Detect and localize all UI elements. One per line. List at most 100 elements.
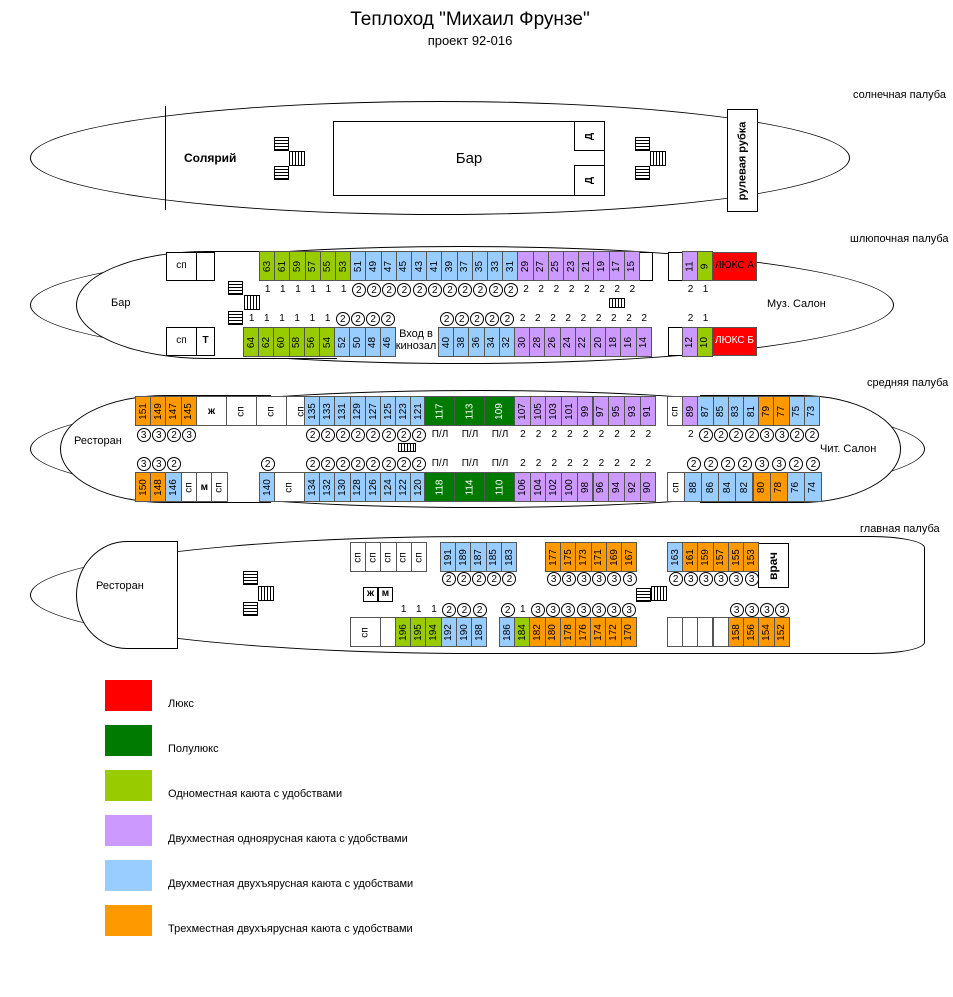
cabin-97[interactable]: 97	[592, 396, 610, 426]
cabin-171[interactable]: 171	[590, 542, 607, 572]
cabin-57[interactable]: 57	[304, 251, 321, 281]
cabin-134[interactable]: 134	[304, 472, 321, 502]
cabin-15[interactable]: 15	[623, 251, 640, 281]
cabin-184[interactable]: 184	[514, 617, 531, 647]
cabin-175[interactable]: 175	[560, 542, 577, 572]
cabin-95[interactable]: 95	[608, 396, 625, 426]
cabin-98[interactable]: 98	[576, 472, 594, 502]
cabin-127[interactable]: 127	[364, 396, 381, 426]
cabin-73[interactable]: 73	[803, 396, 820, 426]
cabin-194[interactable]: 194	[425, 617, 442, 647]
cabin-146[interactable]: 146	[165, 472, 182, 502]
cabin-135[interactable]: 135	[304, 396, 321, 426]
cabin-54[interactable]: 54	[319, 327, 336, 357]
cabin-81[interactable]: 81	[743, 396, 760, 426]
cabin-153[interactable]: 153	[743, 542, 760, 572]
cabin-87[interactable]: 87	[697, 396, 714, 426]
cabin-190[interactable]: 190	[455, 617, 472, 647]
cabin-103[interactable]: 103	[545, 396, 563, 426]
cabin-33[interactable]: 33	[487, 251, 504, 281]
cabin-125[interactable]: 125	[380, 396, 397, 426]
cabin-35[interactable]: 35	[471, 251, 488, 281]
cabin-60[interactable]: 60	[273, 327, 290, 357]
cabin-155[interactable]: 155	[727, 542, 744, 572]
cabin-105[interactable]: 105	[529, 396, 547, 426]
cabin-88[interactable]: 88	[684, 472, 703, 502]
cabin-55[interactable]: 55	[319, 251, 336, 281]
cabin-14[interactable]: 14	[635, 327, 652, 357]
cabin-182[interactable]: 182	[529, 617, 546, 647]
cabin-21[interactable]: 21	[578, 251, 595, 281]
cabin-94[interactable]: 94	[608, 472, 625, 502]
cabin-27[interactable]: 27	[532, 251, 549, 281]
cabin-39[interactable]: 39	[441, 251, 458, 281]
cabin-82[interactable]: 82	[735, 472, 754, 502]
cabin-29[interactable]: 29	[517, 251, 534, 281]
cabin-185[interactable]: 185	[485, 542, 502, 572]
cabin-85[interactable]: 85	[712, 396, 729, 426]
cabin-75[interactable]: 75	[788, 396, 805, 426]
cabin-118[interactable]: 118	[424, 472, 455, 502]
cabin-132[interactable]: 132	[319, 472, 336, 502]
cabin-79[interactable]: 79	[758, 396, 775, 426]
cabin-149[interactable]: 149	[150, 396, 167, 426]
cabin-130[interactable]: 130	[334, 472, 351, 502]
cabin-161[interactable]: 161	[682, 542, 699, 572]
cabin-133[interactable]: 133	[319, 396, 336, 426]
cabin-18[interactable]: 18	[605, 327, 622, 357]
cabin-96[interactable]: 96	[592, 472, 610, 502]
cabin-183[interactable]: 183	[500, 542, 517, 572]
cabin-148[interactable]: 148	[150, 472, 167, 502]
cabin-156[interactable]: 156	[743, 617, 760, 647]
cabin-188[interactable]: 188	[471, 617, 488, 647]
cabin-106[interactable]: 106	[514, 472, 531, 502]
cabin-20[interactable]: 20	[590, 327, 607, 357]
cabin-151[interactable]: 151	[135, 396, 152, 426]
cabin-64[interactable]: 64	[243, 327, 260, 357]
cabin-93[interactable]: 93	[623, 396, 641, 426]
cabin-11[interactable]: 11	[682, 251, 698, 281]
cabin-53[interactable]: 53	[335, 251, 352, 281]
cabin-36[interactable]: 36	[468, 327, 485, 357]
cabin-61[interactable]: 61	[274, 251, 291, 281]
cabin-187[interactable]: 187	[470, 542, 487, 572]
cabin-76[interactable]: 76	[786, 472, 805, 502]
cabin-49[interactable]: 49	[365, 251, 382, 281]
cabin-25[interactable]: 25	[547, 251, 564, 281]
cabin-59[interactable]: 59	[289, 251, 306, 281]
cabin-40[interactable]: 40	[438, 327, 455, 357]
cabin-77[interactable]: 77	[773, 396, 790, 426]
cabin-107[interactable]: 107	[514, 396, 531, 426]
cabin-140[interactable]: 140	[259, 472, 276, 502]
cabin-152[interactable]: 152	[773, 617, 790, 647]
luxe-b[interactable]: ЛЮКС Б	[712, 327, 757, 356]
cabin-174[interactable]: 174	[590, 617, 607, 647]
cabin-63[interactable]: 63	[259, 251, 276, 281]
cabin-114[interactable]: 114	[454, 472, 485, 502]
cabin-167[interactable]: 167	[621, 542, 638, 572]
cabin-17[interactable]: 17	[608, 251, 625, 281]
cabin-92[interactable]: 92	[623, 472, 641, 502]
sun-bar[interactable]: Бар	[333, 121, 605, 196]
cabin-192[interactable]: 192	[440, 617, 457, 647]
cabin-74[interactable]: 74	[803, 472, 822, 502]
cabin-34[interactable]: 34	[483, 327, 500, 357]
cabin-131[interactable]: 131	[334, 396, 351, 426]
cabin-56[interactable]: 56	[303, 327, 320, 357]
cabin-46[interactable]: 46	[379, 327, 396, 357]
cabin-91[interactable]: 91	[639, 396, 657, 426]
cabin-102[interactable]: 102	[545, 472, 563, 502]
cabin-37[interactable]: 37	[456, 251, 473, 281]
cabin-117[interactable]: 117	[424, 396, 455, 426]
cabin-48[interactable]: 48	[364, 327, 381, 357]
cabin-83[interactable]: 83	[727, 396, 744, 426]
cabin-50[interactable]: 50	[349, 327, 366, 357]
cabin-124[interactable]: 124	[380, 472, 397, 502]
cabin-113[interactable]: 113	[454, 396, 485, 426]
cabin-150[interactable]: 150	[135, 472, 152, 502]
cabin-52[interactable]: 52	[334, 327, 351, 357]
cabin-145[interactable]: 145	[180, 396, 197, 426]
cabin-30[interactable]: 30	[514, 327, 531, 357]
cabin-43[interactable]: 43	[411, 251, 428, 281]
cabin-123[interactable]: 123	[395, 396, 412, 426]
